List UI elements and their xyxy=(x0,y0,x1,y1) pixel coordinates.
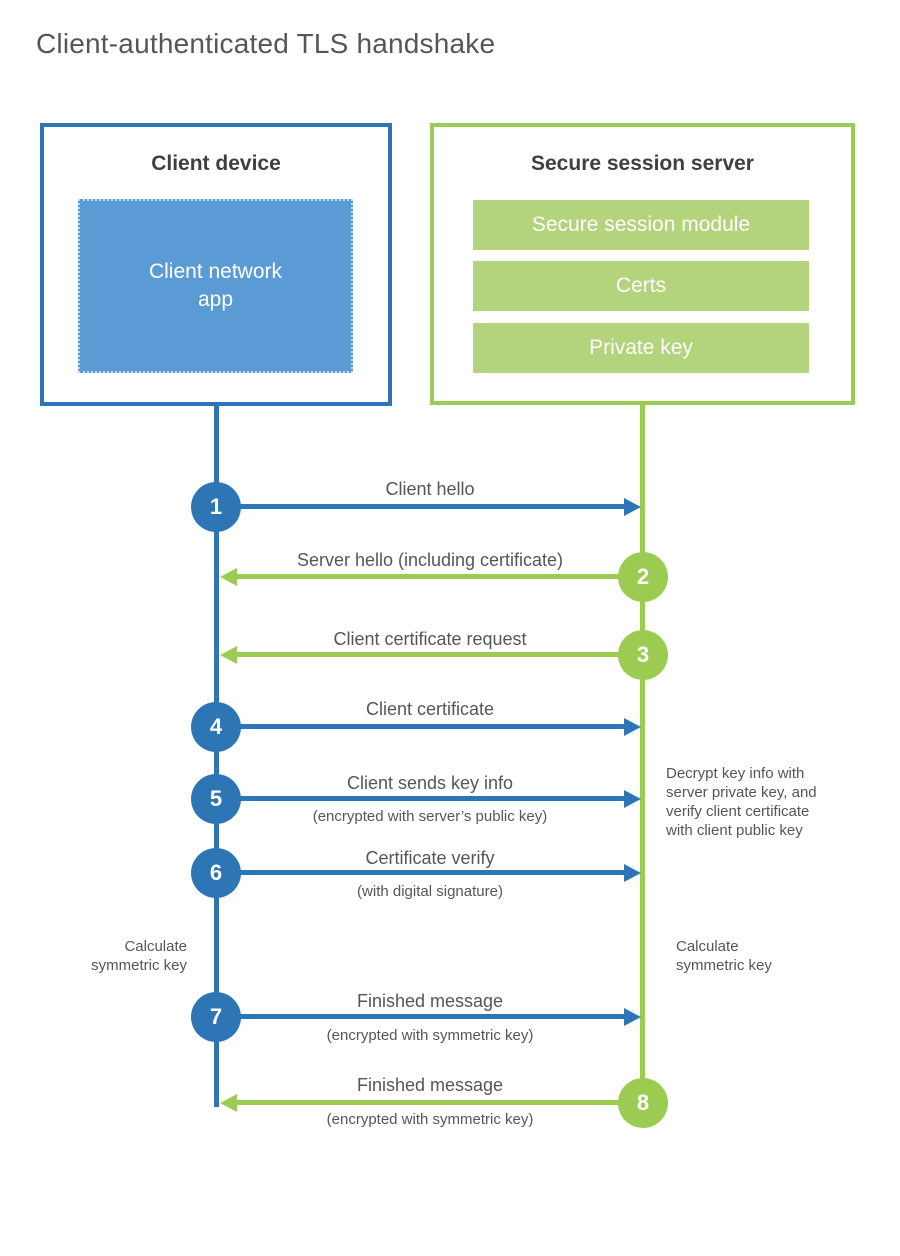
step-circle-6: 6 xyxy=(191,848,241,898)
server-module-certs: Certs xyxy=(473,261,809,311)
arrow-head-6 xyxy=(624,864,641,882)
arrow-head-2 xyxy=(220,568,237,586)
server-module-secure-session: Secure session module xyxy=(473,200,809,250)
step-number-3: 3 xyxy=(636,642,650,667)
message-sublabel-7: (encrypted with symmetric key) xyxy=(326,1027,534,1044)
arrow-head-4 xyxy=(624,718,641,736)
client-network-app-box: Client network app xyxy=(78,199,353,373)
step-number-8: 8 xyxy=(636,1090,650,1115)
server-decrypt-note: Decrypt key info with server private key… xyxy=(666,765,817,839)
server-lifeline xyxy=(640,403,645,1103)
server-title: Secure session server xyxy=(531,152,754,175)
step-number-1: 1 xyxy=(209,494,223,519)
message-label-1: Client hello xyxy=(385,479,475,499)
step-circle-4: 4 xyxy=(191,702,241,752)
arrow-line-6 xyxy=(240,870,624,875)
message-sublabel-5: (encrypted with server’s public key) xyxy=(312,808,548,825)
secure-session-server-box: Secure session server Secure session mod… xyxy=(430,123,855,405)
arrow-head-1 xyxy=(624,498,641,516)
message-label-8: Finished message xyxy=(356,1075,504,1095)
message-label-4: Client certificate xyxy=(365,699,495,719)
step-circle-2: 2 xyxy=(618,552,668,602)
step-circle-1: 1 xyxy=(191,482,241,532)
client-device-box: Client device Client network app xyxy=(40,123,392,406)
server-calculate-note: Calculate symmetric key xyxy=(676,938,772,974)
arrow-head-5 xyxy=(624,790,641,808)
message-sublabel-8: (encrypted with symmetric key) xyxy=(326,1111,534,1128)
message-label-6: Certificate verify xyxy=(365,848,495,868)
step-circle-5: 5 xyxy=(191,774,241,824)
message-sublabel-6: (with digital signature) xyxy=(357,883,503,900)
arrow-line-5 xyxy=(240,796,624,801)
step-number-4: 4 xyxy=(209,714,223,739)
message-label-3: Client certificate request xyxy=(333,629,527,649)
message-label-2: Server hello (including certificate) xyxy=(296,550,564,570)
arrow-head-3 xyxy=(220,646,237,664)
arrow-line-2 xyxy=(237,574,621,579)
client-device-title: Client device xyxy=(151,152,281,175)
client-calculate-note: Calculate symmetric key xyxy=(91,938,187,974)
step-number-5: 5 xyxy=(209,786,223,811)
page-title: Client-authenticated TLS handshake xyxy=(36,28,496,59)
step-number-2: 2 xyxy=(636,564,650,589)
step-number-6: 6 xyxy=(209,860,223,885)
client-lifeline xyxy=(214,405,219,1107)
arrow-line-8 xyxy=(237,1100,621,1105)
arrow-line-7 xyxy=(240,1014,624,1019)
arrow-line-4 xyxy=(240,724,624,729)
message-label-5: Client sends key info xyxy=(346,773,514,793)
step-number-7: 7 xyxy=(209,1004,223,1029)
arrow-line-3 xyxy=(237,652,621,657)
arrow-line-1 xyxy=(240,504,624,509)
arrow-head-8 xyxy=(220,1094,237,1112)
arrow-head-7 xyxy=(624,1008,641,1026)
step-circle-8: 8 xyxy=(618,1078,668,1128)
server-module-private-key: Private key xyxy=(473,323,809,373)
message-label-7: Finished message xyxy=(356,991,504,1011)
step-circle-3: 3 xyxy=(618,630,668,680)
step-circle-7: 7 xyxy=(191,992,241,1042)
